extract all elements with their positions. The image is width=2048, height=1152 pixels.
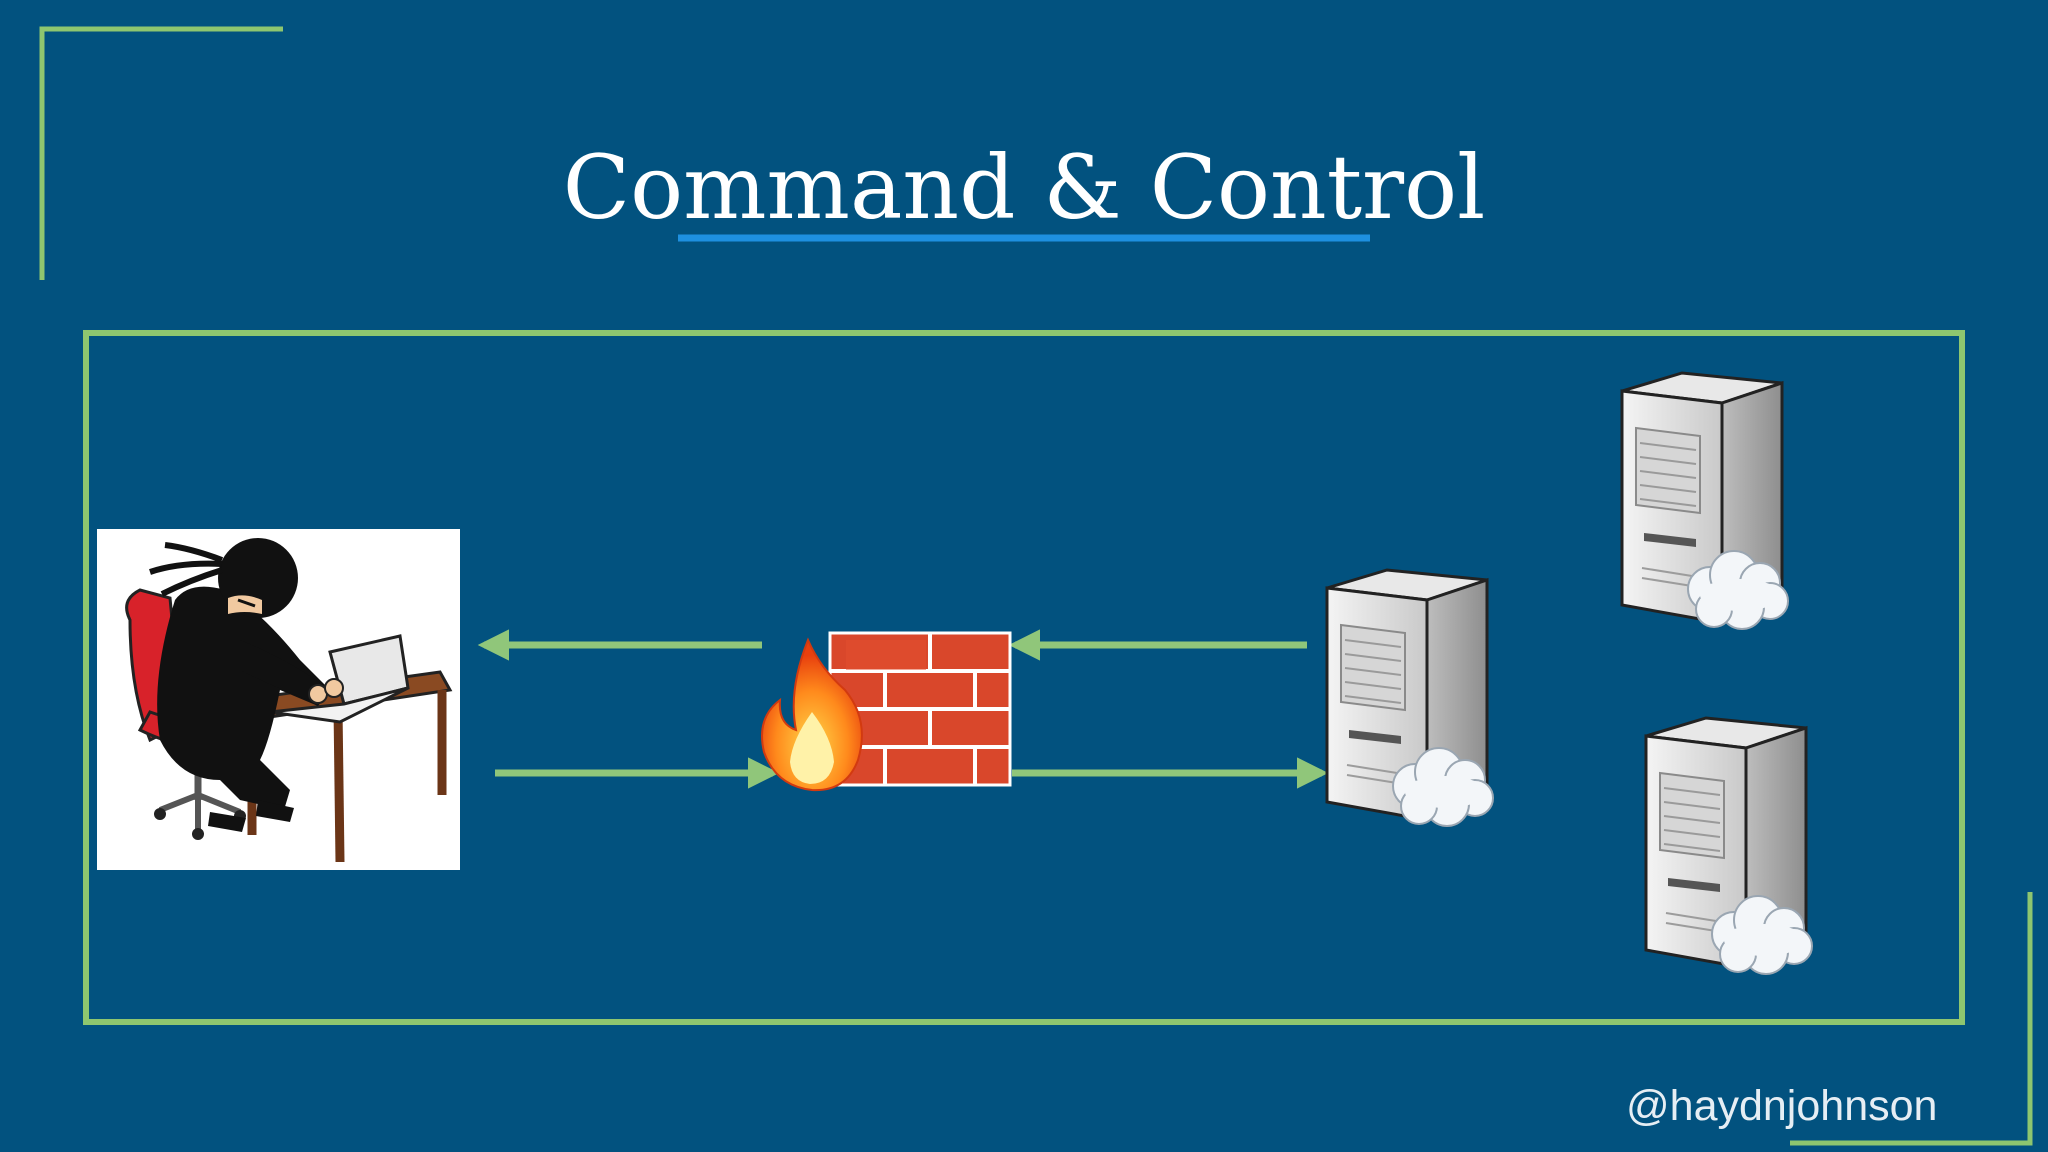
server-icon-bottom — [1644, 716, 1814, 976]
slide-title: Command & Control — [562, 136, 1486, 239]
diagram-frame — [83, 330, 1965, 1025]
firewall-icon — [761, 631, 1012, 792]
author-handle: @haydnjohnson — [1626, 1082, 1938, 1130]
attacker-workstation-image — [97, 529, 460, 870]
corner-accent-bottom-right — [1790, 892, 2033, 1146]
server-icon-top — [1620, 371, 1790, 631]
corner-accent-top-left — [39, 26, 283, 280]
c2-server-icon — [1325, 568, 1495, 828]
